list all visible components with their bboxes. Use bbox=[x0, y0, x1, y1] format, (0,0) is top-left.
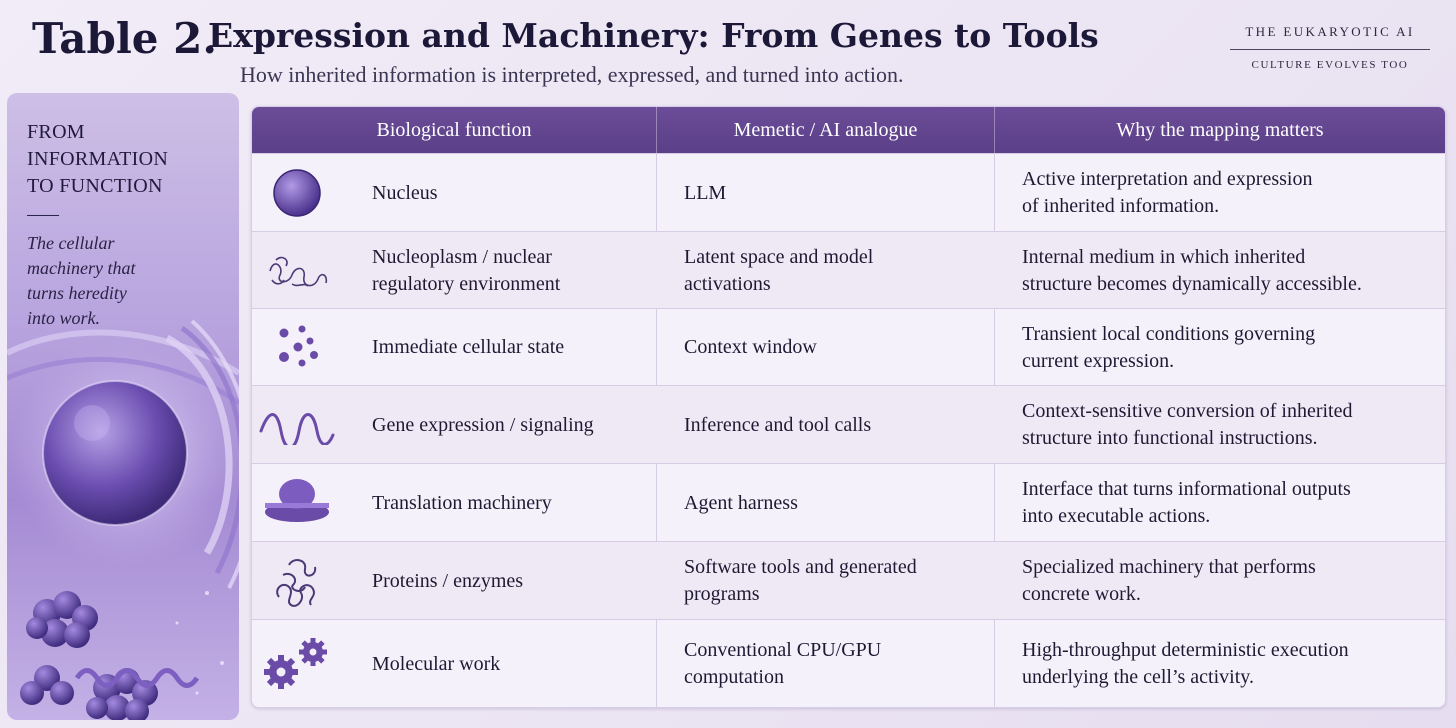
table-row: Nucleoplasm / nuclear regulatory environm… bbox=[252, 231, 1445, 309]
sidebar-quote: The cellular machinery that turns heredi… bbox=[27, 231, 135, 331]
cell-line: into executable actions. bbox=[1022, 505, 1211, 527]
nucleus-icon bbox=[252, 154, 342, 232]
cell-line: Immediate cellular state bbox=[372, 336, 565, 358]
mapping-reason-cell: Specialized machinery that performs concr… bbox=[1022, 542, 1442, 620]
biological-function-cell: Gene expression / signaling bbox=[372, 386, 652, 464]
ai-analogue-cell: Latent space and model activations bbox=[684, 232, 984, 309]
sidebar-title-line: TO FUNCTION bbox=[27, 175, 163, 197]
cell-line: Internal medium in which inherited bbox=[1022, 245, 1306, 268]
table-number: Table 2. bbox=[32, 14, 217, 63]
table-row: Translation machinery Agent harness Interf… bbox=[252, 463, 1445, 542]
cell-line: Interface that turns informational outpu… bbox=[1022, 478, 1351, 500]
cell-line: current expression. bbox=[1022, 349, 1175, 372]
sidebar-panel: FROM INFORMATION TO FUNCTION The cellula… bbox=[7, 93, 239, 720]
sidebar-title-line: FROM bbox=[27, 121, 85, 143]
cell-illustration bbox=[7, 319, 239, 720]
nucleoplasm-icon bbox=[252, 232, 342, 309]
cell-line: Nucleoplasm / nuclear bbox=[372, 245, 552, 268]
cell-line: Inference and tool calls bbox=[684, 413, 872, 436]
table-row: Molecular work Conventional CPU/GPU comput… bbox=[252, 619, 1445, 707]
page-title: Expression and Machinery: From Genes to … bbox=[208, 16, 1099, 55]
cell-line: structure into functional instructions. bbox=[1022, 427, 1318, 449]
cell-line: Molecular work bbox=[372, 652, 501, 675]
page-subtitle: How inherited information is interpreted… bbox=[240, 62, 904, 87]
biological-function-cell: Proteins / enzymes bbox=[372, 542, 652, 620]
cell-line: activations bbox=[684, 272, 771, 295]
cell-line: LLM bbox=[684, 181, 727, 204]
brand-tagline: CULTURE EVOLVES TOO bbox=[1251, 59, 1409, 71]
ai-analogue-cell: Software tools and generated programs bbox=[684, 542, 984, 620]
sidebar-title-line: INFORMATION bbox=[27, 148, 169, 170]
table-row: Gene expression / signaling Inference and… bbox=[252, 385, 1445, 464]
biological-function-cell: Molecular work bbox=[372, 620, 652, 707]
cell-line: High-throughput deterministic execution bbox=[1022, 639, 1349, 661]
cell-line: Latent space and model bbox=[684, 245, 874, 268]
cell-line: Conventional CPU/GPU bbox=[684, 639, 882, 661]
mapping-reason-cell: Internal medium in which inherited struct… bbox=[1022, 232, 1442, 309]
ribosome-icon bbox=[252, 464, 342, 542]
mapping-table: Biological function Memetic / AI analogu… bbox=[251, 106, 1446, 708]
cell-line: regulatory environment bbox=[372, 272, 561, 295]
cell-line: of inherited information. bbox=[1022, 195, 1220, 217]
sidebar-quote-line: into work. bbox=[27, 308, 101, 328]
mapping-reason-cell: Transient local conditions governing curr… bbox=[1022, 309, 1442, 386]
sidebar-title: FROM INFORMATION TO FUNCTION bbox=[27, 119, 168, 200]
cell-line: programs bbox=[684, 583, 760, 605]
ai-analogue-cell: Inference and tool calls bbox=[684, 386, 984, 464]
cell-line: Context-sensitive conversion of inherite… bbox=[1022, 400, 1353, 422]
cell-line: Gene expression / signaling bbox=[372, 413, 594, 436]
ai-analogue-cell: Context window bbox=[684, 309, 984, 386]
cell-line: Proteins / enzymes bbox=[372, 569, 524, 592]
cell-line: Agent harness bbox=[684, 491, 798, 514]
gears-icon bbox=[252, 620, 342, 707]
ai-analogue-cell: Conventional CPU/GPU computation bbox=[684, 620, 984, 707]
cell-line: structure becomes dynamically accessible… bbox=[1022, 272, 1362, 295]
biological-function-cell: Immediate cellular state bbox=[372, 309, 652, 386]
column-header-ai: Memetic / AI analogue bbox=[733, 119, 918, 141]
sidebar-quote-line: turns heredity bbox=[27, 283, 127, 303]
sidebar-divider bbox=[27, 215, 59, 216]
ai-analogue-cell: LLM bbox=[684, 154, 984, 232]
molecules-dots-icon bbox=[252, 309, 342, 386]
cell-line: Context window bbox=[684, 336, 817, 358]
sidebar-quote-line: machinery that bbox=[27, 258, 136, 278]
cell-line: concrete work. bbox=[1022, 583, 1141, 605]
table-row: Immediate cellular state Context window Tr… bbox=[252, 308, 1445, 386]
column-header-why: Why the mapping matters bbox=[1116, 119, 1324, 141]
brand-block: THE EUKARYOTIC AI CULTURE EVOLVES TOO bbox=[1230, 24, 1430, 71]
ai-analogue-cell: Agent harness bbox=[684, 464, 984, 542]
cell-line: Active interpretation and expression bbox=[1022, 168, 1313, 190]
biological-function-cell: Nucleus bbox=[372, 154, 652, 232]
biological-function-cell: Nucleoplasm / nuclear regulatory environm… bbox=[372, 232, 652, 309]
table-row: Nucleus LLM Active interpretation and expr… bbox=[252, 153, 1445, 232]
mapping-reason-cell: Active interpretation and expression of i… bbox=[1022, 154, 1442, 232]
cell-line: Specialized machinery that performs bbox=[1022, 556, 1316, 578]
wave-signal-icon bbox=[252, 386, 342, 464]
cell-line: underlying the cell’s activity. bbox=[1022, 666, 1254, 688]
table-row: Proteins / enzymes Software tools and gen… bbox=[252, 541, 1445, 620]
table-header: Biological function Memetic / AI analogu… bbox=[252, 107, 1445, 153]
cell-line: Nucleus bbox=[372, 181, 438, 204]
mapping-reason-cell: Context-sensitive conversion of inherite… bbox=[1022, 386, 1442, 464]
protein-fold-icon bbox=[252, 542, 342, 620]
cell-line: computation bbox=[684, 666, 784, 688]
mapping-reason-cell: High-throughput deterministic execution u… bbox=[1022, 620, 1442, 707]
brand-name: THE EUKARYOTIC AI bbox=[1230, 24, 1430, 50]
sidebar-quote-line: The cellular bbox=[27, 233, 115, 253]
cell-line: Software tools and generated bbox=[684, 556, 917, 578]
mapping-reason-cell: Interface that turns informational outpu… bbox=[1022, 464, 1442, 542]
cell-line: Transient local conditions governing bbox=[1022, 322, 1316, 345]
column-header-biological: Biological function bbox=[376, 119, 532, 141]
biological-function-cell: Translation machinery bbox=[372, 464, 652, 542]
cell-line: Translation machinery bbox=[372, 491, 552, 514]
